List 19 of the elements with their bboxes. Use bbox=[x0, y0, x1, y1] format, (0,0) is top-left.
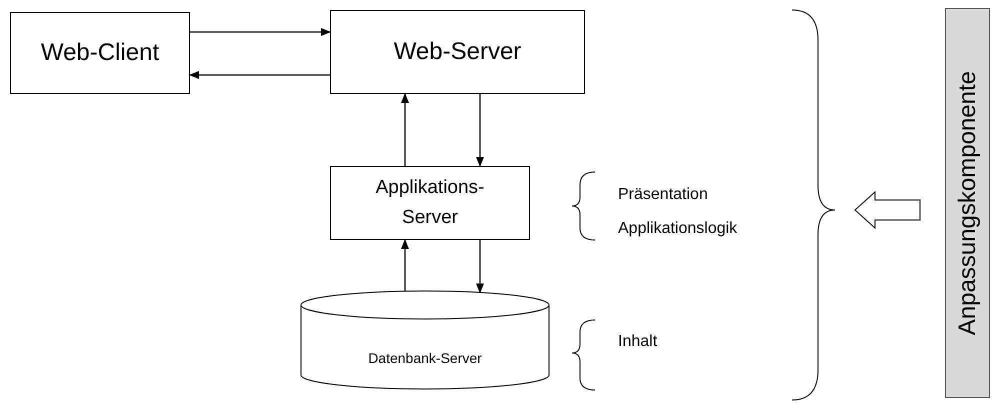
node-label: Anpassungskomponente bbox=[952, 70, 982, 336]
node-label: Web-Server bbox=[394, 37, 522, 67]
node-label: Web-Client bbox=[40, 38, 160, 68]
arrow bbox=[401, 93, 409, 166]
node-label: Applikations-Server bbox=[374, 176, 486, 230]
layer-label: Präsentation Applikationslogik bbox=[618, 185, 738, 239]
arrow bbox=[476, 240, 484, 294]
arrow bbox=[401, 239, 409, 292]
layer-label: Inhalt bbox=[618, 332, 658, 352]
arrow bbox=[476, 94, 484, 167]
arrow bbox=[190, 28, 331, 36]
node-label: Datenbank-Server bbox=[368, 349, 482, 368]
database-cylinder bbox=[300, 290, 550, 390]
component-bar bbox=[945, 8, 990, 398]
process-box bbox=[330, 10, 585, 94]
arrow bbox=[189, 71, 330, 79]
process-box bbox=[10, 12, 190, 94]
hollow-arrow bbox=[854, 190, 920, 230]
process-box bbox=[330, 166, 530, 240]
